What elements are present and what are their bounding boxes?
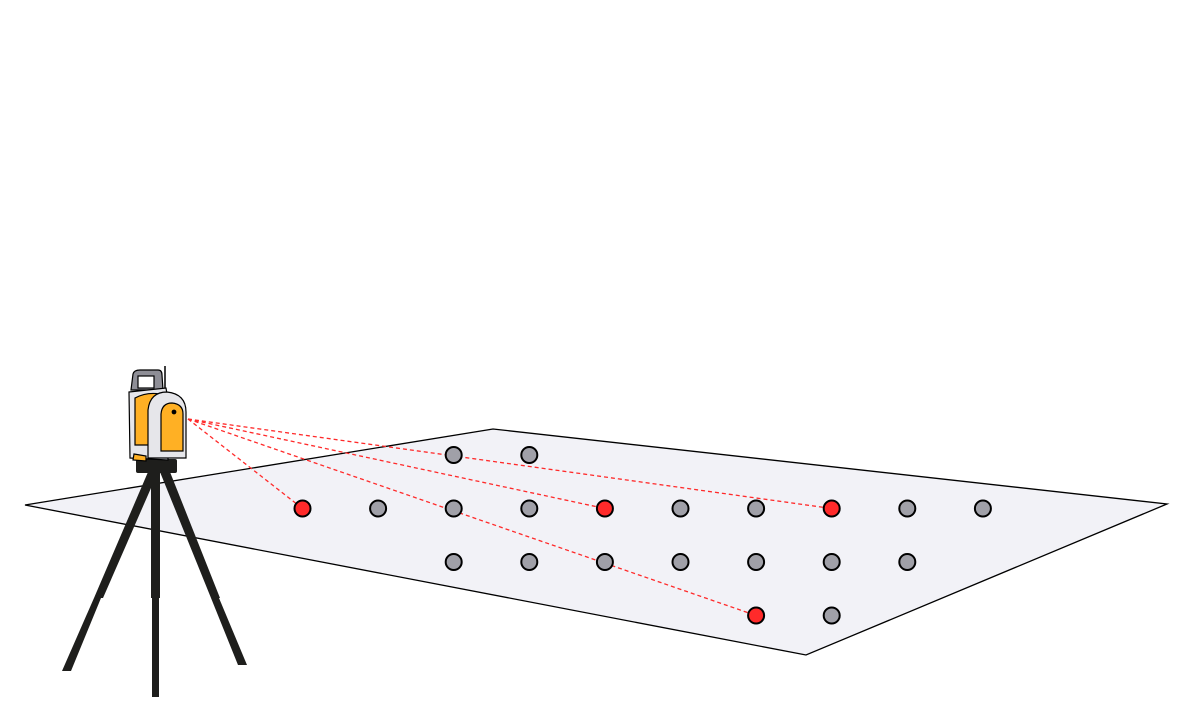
- tripod: [62, 459, 247, 697]
- handle-window: [137, 375, 155, 389]
- grid-point: [898, 499, 917, 518]
- tripod-leg-left: [94, 472, 158, 598]
- grid-point: [369, 499, 388, 518]
- base-accent: [132, 453, 147, 462]
- grid-point: [822, 606, 841, 625]
- target-point: [822, 499, 841, 518]
- tripod-leg-center-lower: [152, 598, 159, 697]
- grid-point: [444, 553, 463, 571]
- target-point: [595, 499, 614, 518]
- grid-point: [973, 499, 992, 518]
- grid-point: [822, 553, 841, 571]
- grid-point: [444, 499, 463, 518]
- grid-point: [747, 553, 766, 571]
- tripod-head: [136, 459, 177, 473]
- grid-point: [520, 499, 539, 518]
- grid-point: [747, 499, 766, 518]
- tripod-leg-left-lower: [62, 598, 101, 671]
- laser-line: [187, 418, 832, 510]
- tripod-leg-center: [151, 472, 160, 598]
- tripod-leg-right: [160, 472, 220, 598]
- lens-icon: [171, 409, 177, 415]
- grid-point: [520, 446, 539, 464]
- grid-points: [293, 446, 992, 625]
- target-point: [747, 606, 766, 625]
- tripod-leg-right-lower: [211, 598, 247, 665]
- laser-line: [187, 418, 303, 510]
- ground-plane: [24, 428, 1170, 656]
- laser-line: [187, 418, 606, 510]
- grid-point: [444, 446, 463, 464]
- grid-point: [671, 499, 690, 518]
- laser-line: [187, 418, 757, 617]
- grid-point: [595, 553, 614, 571]
- grid-point: [520, 553, 539, 571]
- grid-point: [671, 553, 690, 571]
- laser-lines: [187, 418, 832, 617]
- target-point: [293, 499, 312, 518]
- total-station: [128, 366, 187, 462]
- grid-point: [898, 553, 917, 571]
- instrument-lens-panel: [160, 402, 184, 452]
